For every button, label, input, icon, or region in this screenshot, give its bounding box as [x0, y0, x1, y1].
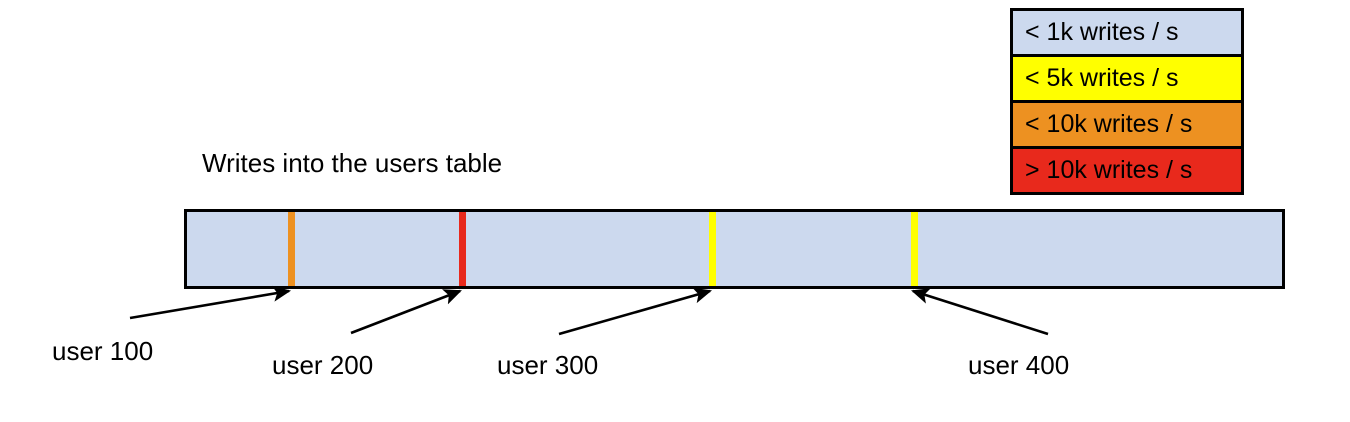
arrow-user-400: [911, 288, 1049, 336]
bar-stripe-user-400: [911, 212, 918, 286]
legend-row-1: < 5k writes / s: [1013, 57, 1241, 103]
marker-label-user-400: user 400: [968, 350, 1070, 380]
marker-label-user-100: user 100: [52, 336, 154, 366]
bar-stripe-user-300: [709, 212, 716, 286]
bar-stripe-user-200: [459, 212, 466, 286]
legend-label-1: < 5k writes / s: [1025, 64, 1179, 92]
legend-row-2: < 10k writes / s: [1013, 103, 1241, 149]
chart-title: Writes into the users table: [202, 148, 503, 178]
marker-label-user-300: user 300: [497, 350, 599, 380]
users-table-keyspace-bar: [184, 209, 1285, 289]
legend-label-0: < 1k writes / s: [1025, 18, 1179, 46]
legend-row-0: < 1k writes / s: [1013, 11, 1241, 57]
bar-stripe-user-100: [288, 212, 295, 286]
legend-label-2: < 10k writes / s: [1025, 110, 1193, 138]
write-rate-legend: < 1k writes / s < 5k writes / s < 10k wr…: [1010, 8, 1244, 195]
arrow-user-100: [129, 285, 292, 320]
legend-label-3: > 10k writes / s: [1025, 156, 1193, 184]
arrow-user-300: [558, 287, 713, 336]
arrow-user-200: [350, 289, 462, 335]
legend-row-3: > 10k writes / s: [1013, 149, 1241, 192]
marker-label-user-200: user 200: [272, 350, 374, 380]
